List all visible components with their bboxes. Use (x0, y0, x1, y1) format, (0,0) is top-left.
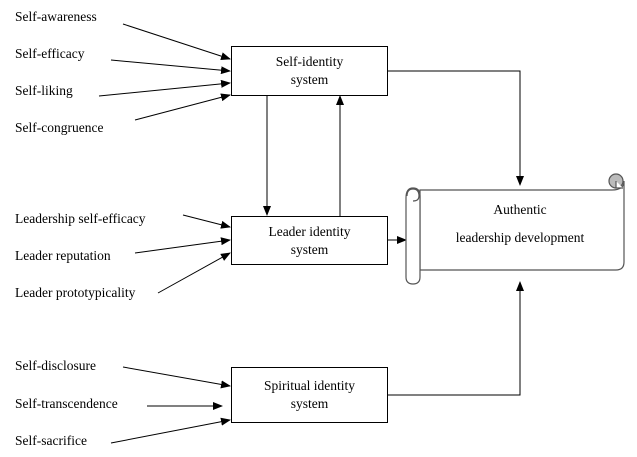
outcome-title: Authentic (493, 202, 547, 217)
input-label: Self-disclosure (15, 358, 96, 373)
arrow-spiritual-to-outcome (387, 281, 524, 396)
input-label: Self-liking (15, 83, 73, 98)
arrow-leader-prototypicality (157, 252, 231, 294)
arrow-self-liking (98, 79, 231, 97)
input-label: Leader prototypicality (15, 285, 136, 300)
outcome-scroll-shape (405, 173, 625, 285)
outcome-label: Authentic leadership development (420, 196, 620, 252)
arrow-self-awareness (122, 23, 231, 61)
spiritual-identity-system-box: Spiritual identity system (231, 367, 388, 423)
arrow-self-to-outcome (387, 70, 524, 186)
leader-identity-system-box: Leader identity system (231, 216, 388, 265)
input-label: Self-efficacy (15, 46, 85, 61)
arrow-self-sacrifice (110, 417, 231, 444)
outcome-subtitle: leadership development (455, 230, 585, 245)
arrow-self-disclosure (122, 366, 231, 389)
arrow-leadership-self-efficacy (182, 214, 231, 229)
box-title: Spiritual identity (263, 378, 356, 393)
input-label: Self-congruence (15, 120, 104, 135)
box-title: Self-identity (275, 54, 344, 69)
input-label: Self-awareness (15, 9, 97, 24)
box-title: Leader identity (268, 223, 351, 239)
arrow-self-efficacy (110, 59, 231, 75)
input-label: Self-sacrifice (15, 433, 87, 448)
self-identity-system-box: Self-identity system (231, 46, 388, 96)
input-label: Leadership self-efficacy (15, 211, 146, 226)
input-label: Self-transcendence (15, 396, 118, 411)
arrow-self-congruence (134, 93, 231, 121)
box-subtitle: system (290, 396, 329, 411)
box-subtitle: system (290, 241, 329, 257)
arrow-leader-reputation (134, 237, 231, 254)
box-subtitle: system (290, 72, 329, 87)
input-label: Leader reputation (15, 248, 111, 263)
